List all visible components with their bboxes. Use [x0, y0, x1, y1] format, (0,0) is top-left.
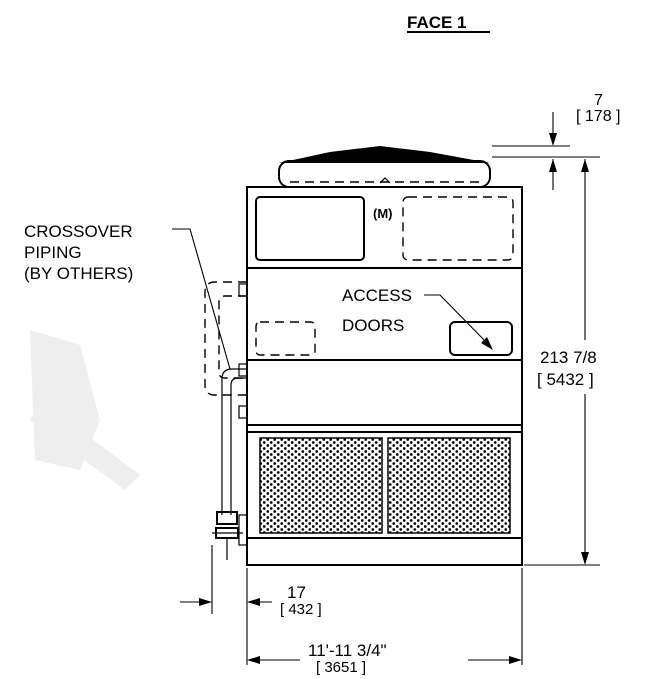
dim-label-height-imperial: 213 7/8	[540, 348, 597, 367]
dim-label-side-imperial: 17	[287, 583, 306, 602]
dim-label-side-metric: [ 432 ]	[280, 601, 322, 618]
pipe-flange	[238, 514, 248, 546]
manufacturer-logo: (M)	[373, 206, 393, 221]
crossover-piping-outer	[204, 281, 247, 396]
fan-deck	[278, 160, 491, 188]
access-door	[449, 321, 513, 356]
hidden-panel	[402, 196, 514, 261]
dim-arrowhead	[549, 159, 557, 172]
dim-arrowhead	[199, 598, 212, 606]
connection-pipe	[230, 377, 247, 515]
callout-access-line-1: ACCESS	[342, 286, 412, 305]
pipe-flange	[238, 405, 248, 419]
callout-leader-crossover	[172, 228, 231, 370]
pipe-flange	[238, 283, 248, 297]
dim-label-top-imperial: 7	[594, 92, 603, 109]
watermark	[30, 400, 140, 490]
dim-label-top-metric: [ 178 ]	[576, 108, 620, 125]
crossover-piping-inner	[218, 295, 247, 379]
dim-label-width-imperial: 11'-11 3/4"	[308, 641, 387, 660]
callout-crossover-line-1: CROSSOVER	[24, 222, 133, 241]
callout-arrowhead	[481, 337, 493, 350]
inlet-screen-right	[387, 437, 511, 534]
hidden-access-door	[255, 321, 316, 356]
dim-label-height-metric: [ 5432 ]	[537, 370, 594, 389]
inlet-screen-left	[259, 437, 383, 534]
pipe-flange	[238, 363, 248, 377]
pipe-valve	[216, 511, 238, 525]
dim-label-width-metric: [ 3651 ]	[316, 659, 366, 676]
inspection-window	[255, 196, 365, 261]
callout-crossover-line-2: PIPING	[24, 243, 82, 262]
dim-arrowhead	[581, 552, 589, 565]
dim-arrowhead	[581, 159, 589, 172]
fan-cowl	[279, 146, 490, 163]
callout-leader-access	[424, 294, 489, 345]
dim-arrowhead	[549, 133, 557, 146]
connection-pipe	[221, 368, 247, 515]
callout-crossover-line-3: (BY OTHERS)	[24, 264, 133, 283]
dim-arrowhead	[247, 598, 260, 606]
callout-access-line-2: DOORS	[342, 316, 404, 335]
view-title: FACE 1	[407, 13, 467, 32]
dim-arrowhead	[509, 656, 522, 664]
fan-deck-mark	[379, 177, 391, 184]
dim-arrowhead	[247, 656, 260, 664]
